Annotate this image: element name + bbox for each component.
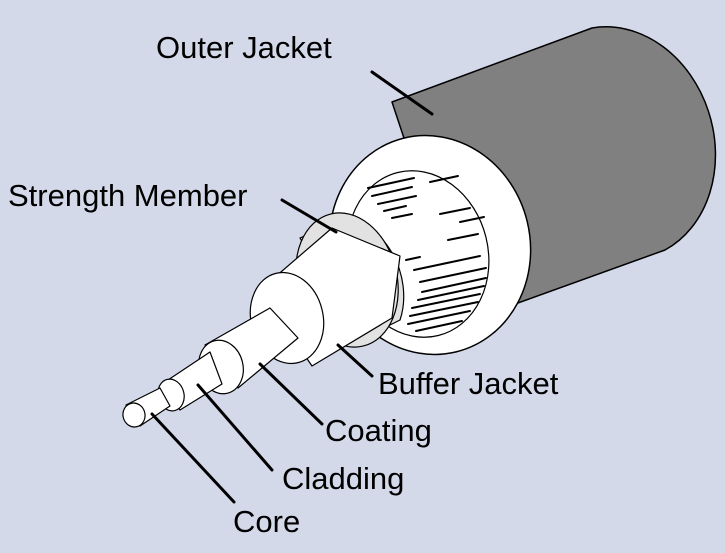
leader-strength-member xyxy=(280,198,338,234)
leader-outer-jacket xyxy=(370,70,434,116)
fiber-strands xyxy=(351,175,487,332)
label-strength-member: Strength Member xyxy=(8,178,248,213)
leader-coating xyxy=(258,362,324,426)
leader-cladding xyxy=(196,383,274,472)
label-core: Core xyxy=(233,504,301,539)
label-coating: Coating xyxy=(325,413,432,448)
label-outer-jacket: Outer Jacket xyxy=(156,30,332,65)
label-buffer-jacket: Buffer Jacket xyxy=(378,366,559,401)
core-layer xyxy=(122,387,171,428)
label-cladding: Cladding xyxy=(282,461,405,496)
leader-lines xyxy=(150,70,434,504)
leader-core xyxy=(150,412,236,504)
buffer-jacket-layer xyxy=(249,227,401,367)
core-face xyxy=(122,402,146,428)
leader-buffer-jacket xyxy=(336,343,374,378)
